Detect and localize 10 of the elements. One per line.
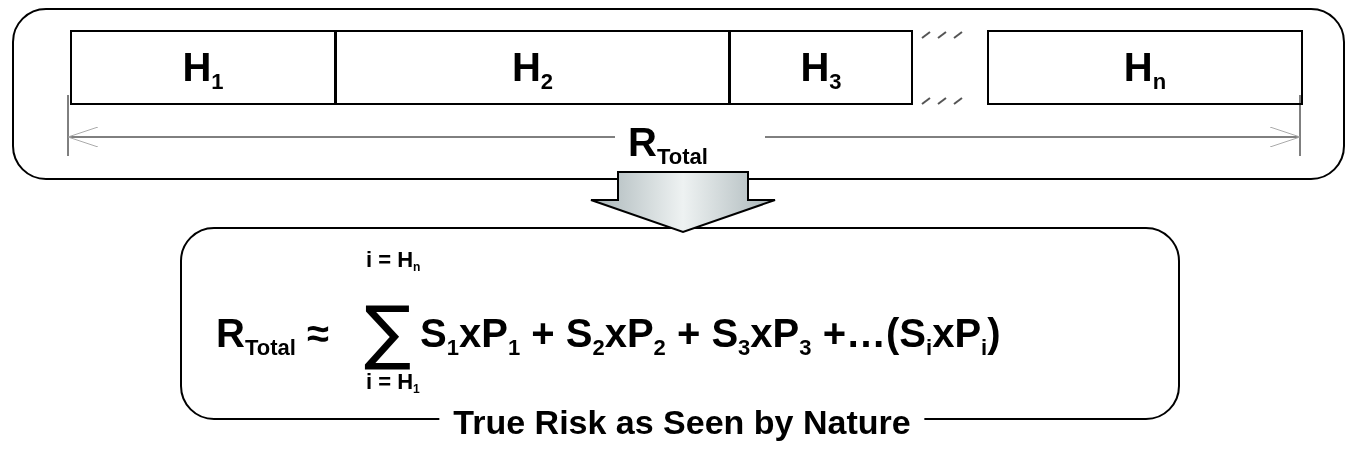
segment-box: H$_{n}$ [987,30,1303,105]
limit-label: i = H$_{n}$ [366,249,421,271]
formula-term: S$_{1}$xP$_{1}$ + S$_{2}$xP$_{2}$ + S$_{3}$xP$_{3}$ +…(S$_{i}$xP$_{i}$) [420,313,1001,353]
segment-box: H$_{1}$ [70,30,336,105]
block-arrow [590,171,776,234]
limit-label: i = H$_{1}$ [366,371,420,393]
segment-box: H$_{3}$ [729,30,913,105]
formula-term: R$_{Total}$ ≈ [216,313,329,353]
rounded-panel [12,8,1345,180]
segment-box: H$_{2}$ [335,30,730,105]
